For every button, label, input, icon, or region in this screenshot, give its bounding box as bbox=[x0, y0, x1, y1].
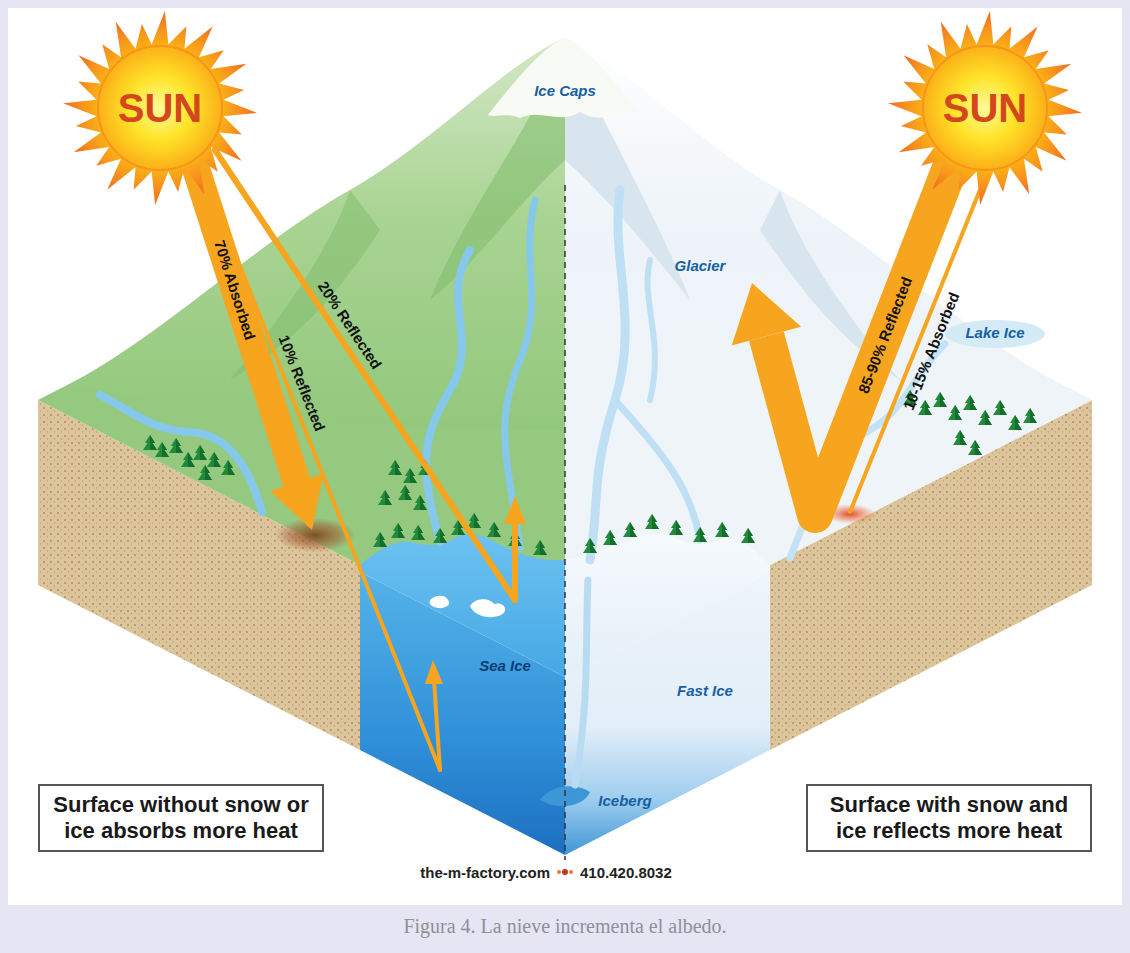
tree bbox=[1023, 408, 1037, 423]
sun-symbol: SUN bbox=[885, 8, 1085, 208]
reflected-arrow bbox=[766, 155, 955, 515]
tree bbox=[948, 405, 962, 420]
tree bbox=[715, 522, 729, 537]
tree bbox=[413, 495, 427, 510]
sun-label: SUN bbox=[943, 86, 1027, 131]
tree bbox=[993, 400, 1007, 415]
glacier bbox=[648, 260, 655, 400]
tree bbox=[373, 532, 387, 547]
snow-mountain bbox=[565, 38, 1060, 430]
place-label: Fast Ice bbox=[677, 682, 733, 699]
ice-cap bbox=[488, 38, 640, 118]
tree bbox=[221, 460, 235, 475]
place-label: Ice Caps bbox=[534, 82, 596, 99]
tree bbox=[181, 452, 195, 467]
arrow-head bbox=[504, 496, 526, 524]
tree bbox=[169, 438, 183, 453]
arrow-head bbox=[425, 660, 443, 684]
lake-ice bbox=[945, 320, 1045, 348]
watermark-dot bbox=[562, 869, 568, 875]
reflected-ray bbox=[434, 680, 440, 770]
tree bbox=[411, 525, 425, 540]
tree bbox=[388, 460, 402, 475]
river bbox=[100, 395, 262, 512]
place-label: Iceberg bbox=[598, 792, 651, 809]
tree bbox=[378, 490, 392, 505]
panel bbox=[8, 8, 1122, 905]
arrow-head bbox=[732, 283, 801, 346]
sun-disc bbox=[98, 46, 222, 170]
tree bbox=[669, 520, 683, 535]
tree bbox=[533, 540, 547, 555]
tree bbox=[583, 538, 597, 553]
place-label: Sea Ice bbox=[479, 657, 531, 674]
glacier bbox=[615, 400, 700, 540]
fast-ice-surface bbox=[565, 533, 770, 677]
green-mountain bbox=[70, 38, 565, 430]
reflected-ray bbox=[512, 520, 518, 600]
glacier bbox=[590, 190, 625, 560]
watermark-dot bbox=[569, 870, 573, 874]
tree bbox=[741, 528, 755, 543]
tree bbox=[433, 528, 447, 543]
tree bbox=[143, 435, 157, 450]
tree bbox=[391, 523, 405, 538]
tree bbox=[968, 440, 982, 455]
figure-caption: Figura 4. La nieve incrementa el albedo. bbox=[0, 915, 1130, 938]
watermark: the-m-factory.com bbox=[420, 864, 550, 881]
ice-floe bbox=[429, 596, 449, 608]
tree bbox=[193, 445, 207, 460]
place-label: Lake Ice bbox=[965, 324, 1024, 341]
river bbox=[505, 200, 535, 548]
tree bbox=[603, 530, 617, 545]
reflected-ray bbox=[200, 165, 440, 770]
ice-floe bbox=[470, 599, 505, 617]
watermark-dot bbox=[557, 870, 561, 874]
sun-rays bbox=[888, 11, 1082, 205]
watermark: 410.420.8032 bbox=[580, 864, 672, 881]
sun-label: SUN bbox=[118, 86, 202, 131]
tree bbox=[645, 514, 659, 529]
place-label: Glacier bbox=[675, 257, 726, 274]
tree bbox=[487, 522, 501, 537]
sun-shape bbox=[888, 11, 1082, 205]
caption-box: Surface without snow or ice absorbs more… bbox=[38, 784, 324, 853]
sun-shape bbox=[63, 11, 257, 205]
sun-rays bbox=[63, 11, 257, 205]
tree bbox=[978, 410, 992, 425]
tree bbox=[1008, 415, 1022, 430]
caption-text: Surface without snow or ice absorbs more… bbox=[46, 792, 316, 845]
tree bbox=[953, 430, 967, 445]
divider-line bbox=[564, 185, 566, 860]
tree bbox=[398, 485, 412, 500]
sun-disc bbox=[923, 46, 1047, 170]
sea-surface bbox=[360, 534, 565, 677]
sun-symbol: SUN bbox=[60, 8, 260, 208]
tree bbox=[933, 392, 947, 407]
tree bbox=[918, 400, 932, 415]
tree bbox=[403, 468, 417, 483]
caption-text: Surface with snow and ice reflects more … bbox=[814, 792, 1084, 845]
caption-box: Surface with snow and ice reflects more … bbox=[806, 784, 1092, 853]
glacier bbox=[575, 580, 588, 785]
reflected-ray bbox=[215, 150, 515, 600]
tree bbox=[623, 522, 637, 537]
tree bbox=[693, 527, 707, 542]
tree bbox=[207, 452, 221, 467]
tree bbox=[198, 465, 212, 480]
tree bbox=[155, 442, 169, 457]
tree bbox=[963, 395, 977, 410]
